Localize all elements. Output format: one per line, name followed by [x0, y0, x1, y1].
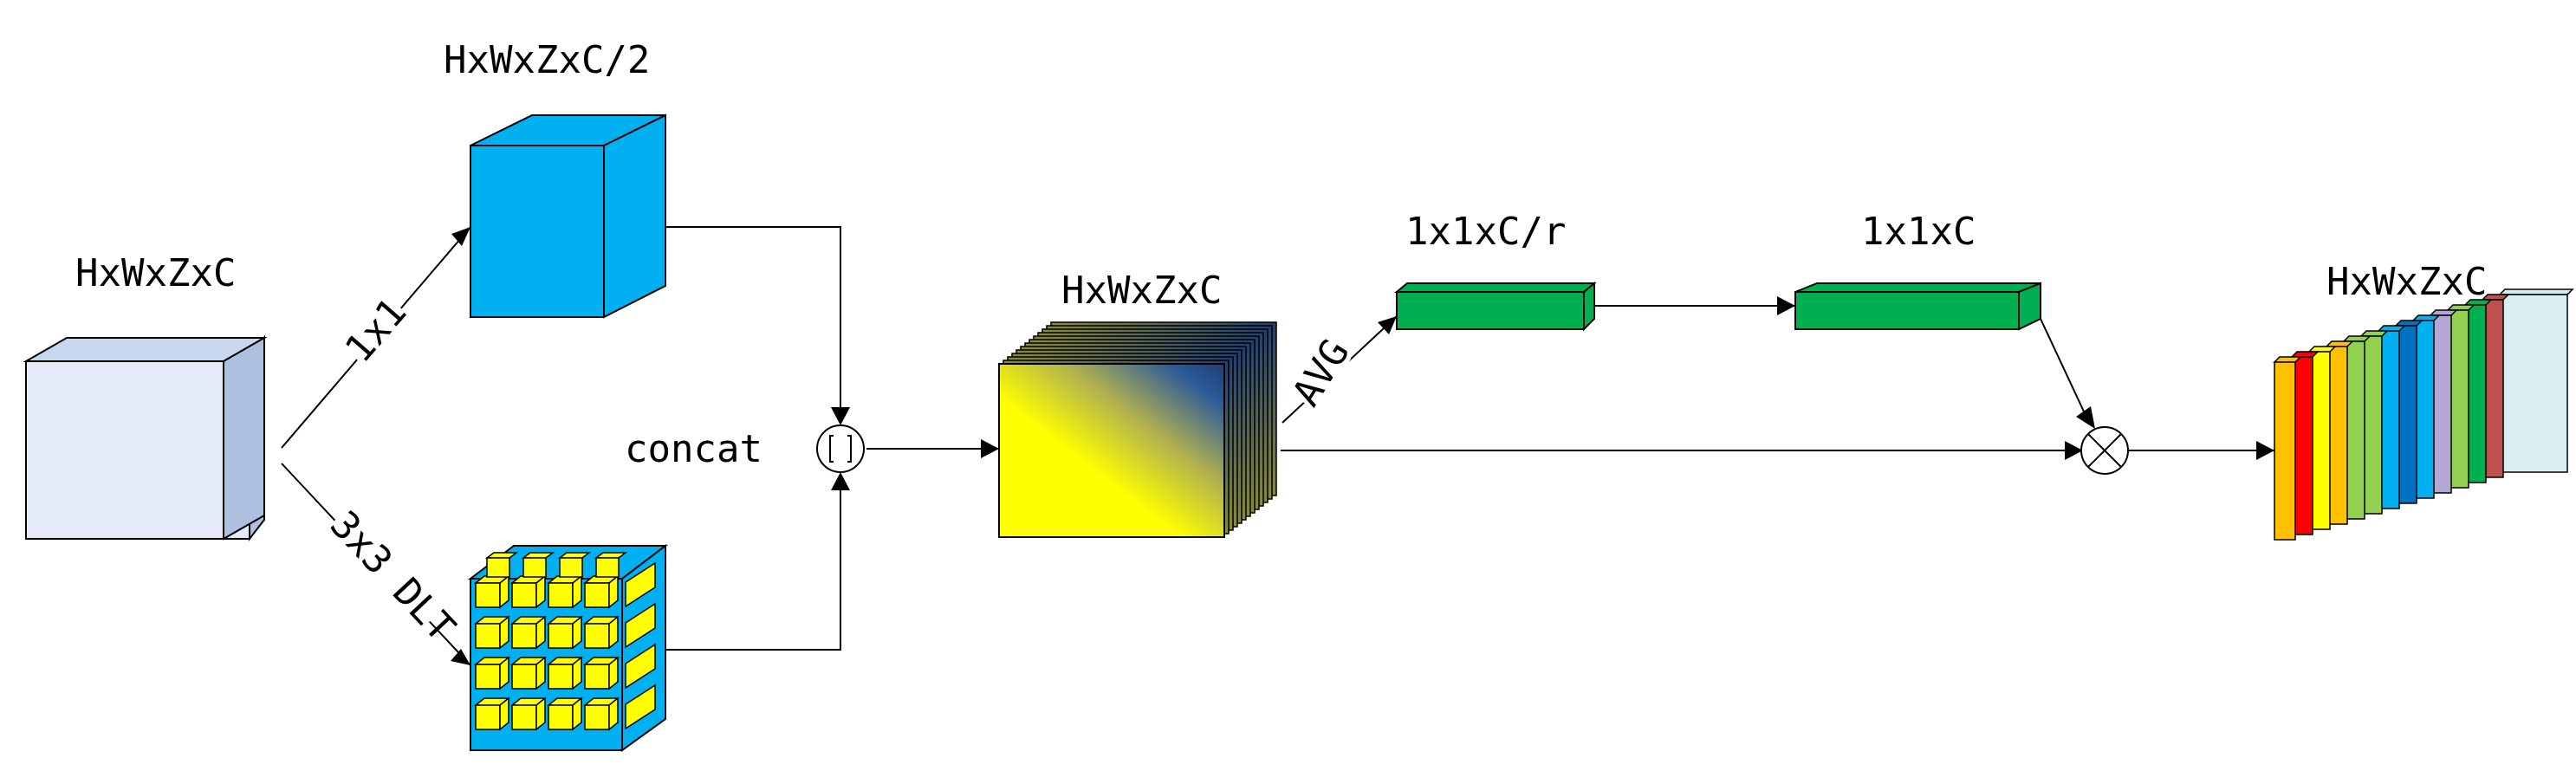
label-avg-group: AVG	[1284, 332, 1358, 413]
output-slice-top	[2342, 335, 2372, 342]
dlt-cube	[509, 615, 548, 650]
concat-circle-icon	[816, 424, 865, 473]
dilated-conv-block	[468, 543, 668, 752]
output-slice-top	[2325, 340, 2354, 347]
output-slice	[2274, 361, 2296, 541]
conv3x3-label: 3x3 DLT	[321, 502, 464, 650]
dlt-cube	[625, 561, 656, 608]
dlt-cube	[509, 574, 548, 609]
dlt-cube	[484, 552, 519, 578]
dlt-cube	[521, 552, 555, 578]
fc-expand-bar	[1794, 282, 2041, 331]
dlt-cube	[546, 656, 584, 690]
output-slice-top	[2359, 330, 2389, 337]
dlt-cube	[473, 656, 511, 690]
output-slice-top	[2429, 309, 2458, 316]
dlt-cube	[509, 656, 548, 690]
dlt-cube	[582, 656, 620, 690]
dlt-cube	[546, 615, 584, 650]
fc-reduce-bar	[1394, 281, 1597, 332]
output-slice-top	[2498, 288, 2574, 295]
output-slice-top	[2377, 325, 2406, 332]
dlt-cube	[473, 615, 511, 650]
dlt-cube	[582, 615, 620, 650]
half-dims-label: HxWxZxC/2	[444, 38, 650, 82]
dlt-cube	[473, 696, 511, 731]
half-channel-block	[470, 113, 666, 319]
output-block	[2273, 288, 2574, 541]
label-1x1-group: 1x1	[337, 290, 416, 371]
output-slice-top	[2273, 356, 2302, 363]
conv1x1-label: 1x1	[337, 290, 416, 371]
concat-label: concat	[625, 427, 762, 471]
output-slice	[2499, 294, 2568, 473]
output-slice-top	[2411, 314, 2441, 321]
dlt-cube	[625, 684, 656, 730]
input-block	[23, 334, 268, 541]
input-dims-label: HxWxZxC	[75, 251, 236, 295]
dlt-cube	[625, 643, 656, 690]
dlt-cube	[473, 574, 511, 609]
dlt-cube	[557, 552, 592, 578]
output-slice-top	[2290, 351, 2320, 358]
label-3x3-group: 3x3 DLT	[321, 502, 464, 650]
output-slice-top	[2307, 346, 2337, 353]
dlt-cube	[625, 602, 656, 649]
arrow-heads	[451, 227, 2274, 665]
output-slice-top	[2446, 304, 2475, 311]
concat-feature-block	[998, 321, 1277, 538]
dlt-cube	[546, 696, 584, 731]
avg-label: AVG	[1284, 332, 1358, 413]
output-slice-top	[2394, 320, 2424, 327]
fc-reduce-dims-label: 1x1xC/r	[1405, 210, 1566, 254]
dlt-cube	[509, 696, 548, 731]
fc-expand-dims-label: 1x1xC	[1861, 210, 1976, 254]
dlt-cube	[594, 552, 628, 578]
concat-dims-label: HxWxZxC	[1061, 269, 1222, 313]
dlt-cube	[582, 574, 620, 609]
multiply-circle-icon	[2080, 426, 2129, 475]
dlt-cube	[582, 696, 620, 731]
dlt-cube	[546, 574, 584, 609]
output-dims-label: HxWxZxC	[2326, 260, 2487, 304]
